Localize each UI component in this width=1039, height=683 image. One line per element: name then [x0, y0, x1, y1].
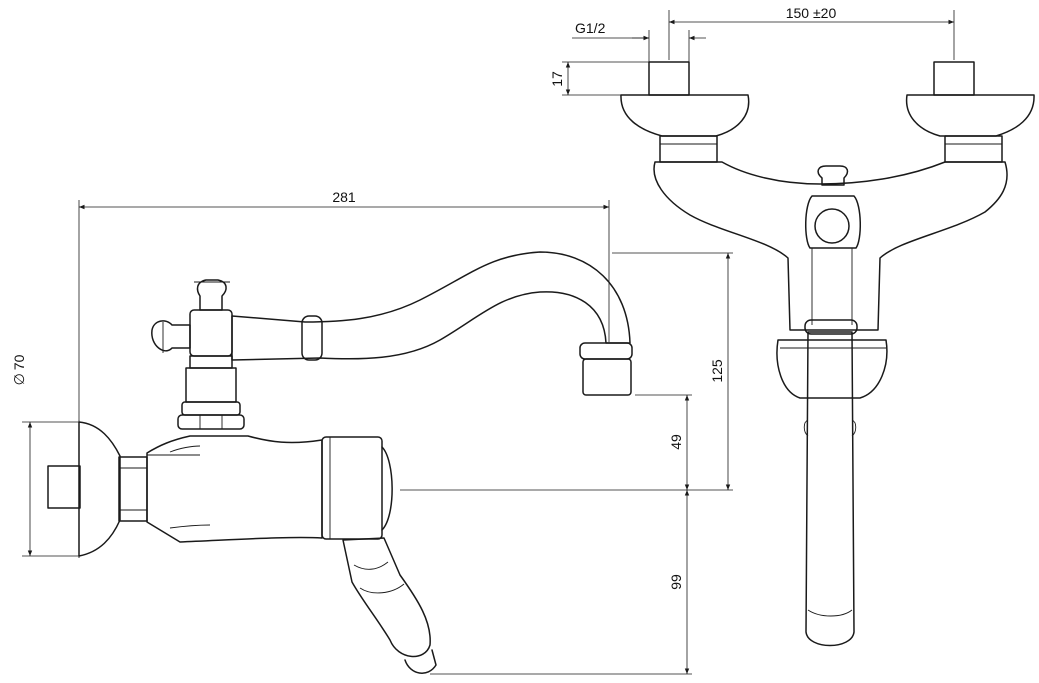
wall-connector [47, 465, 81, 509]
diameter-symbol: ∅ [11, 373, 27, 385]
dimension-label-99: 99 [668, 574, 684, 590]
aerator-top [579, 342, 633, 360]
front-top-knob [817, 165, 849, 186]
aerator [582, 358, 632, 396]
dimension-label-70: ∅70 [11, 354, 27, 385]
front-spout [805, 331, 855, 647]
side-view: 281 125 49 99 ∅70 [11, 189, 733, 675]
dimension-label-125: 125 [709, 359, 725, 383]
hex-coupling [118, 456, 148, 522]
valve-column [189, 309, 233, 357]
front-cap [321, 436, 383, 540]
right-flange [905, 94, 1035, 137]
lever-tip [404, 649, 437, 674]
valve-cap-circle [814, 208, 850, 244]
top-handle [196, 279, 227, 311]
left-nut [659, 135, 718, 163]
front-view: 150 ±20 G1/2 17 [549, 5, 1035, 647]
dimension-label-49: 49 [668, 434, 684, 450]
dimension-label-150: 150 ±20 [786, 5, 837, 21]
lower-collar [776, 339, 888, 399]
lever-handle [342, 537, 431, 658]
spout-pipe [231, 251, 631, 361]
dimension-label-17: 17 [549, 71, 565, 87]
side-handle [151, 320, 191, 352]
wall-flange [78, 421, 121, 557]
central-valve [805, 195, 861, 249]
spout-ring [301, 315, 323, 361]
left-flange [620, 94, 750, 137]
right-nut [944, 135, 1003, 163]
left-inlet-stub [648, 61, 690, 96]
dimension-label-281: 281 [332, 189, 356, 205]
right-inlet-stub [933, 61, 975, 96]
dimension-label-g12: G1/2 [575, 20, 606, 36]
lower-nut [177, 414, 245, 430]
valve-body [146, 435, 323, 543]
crossbar-body [653, 161, 1008, 331]
